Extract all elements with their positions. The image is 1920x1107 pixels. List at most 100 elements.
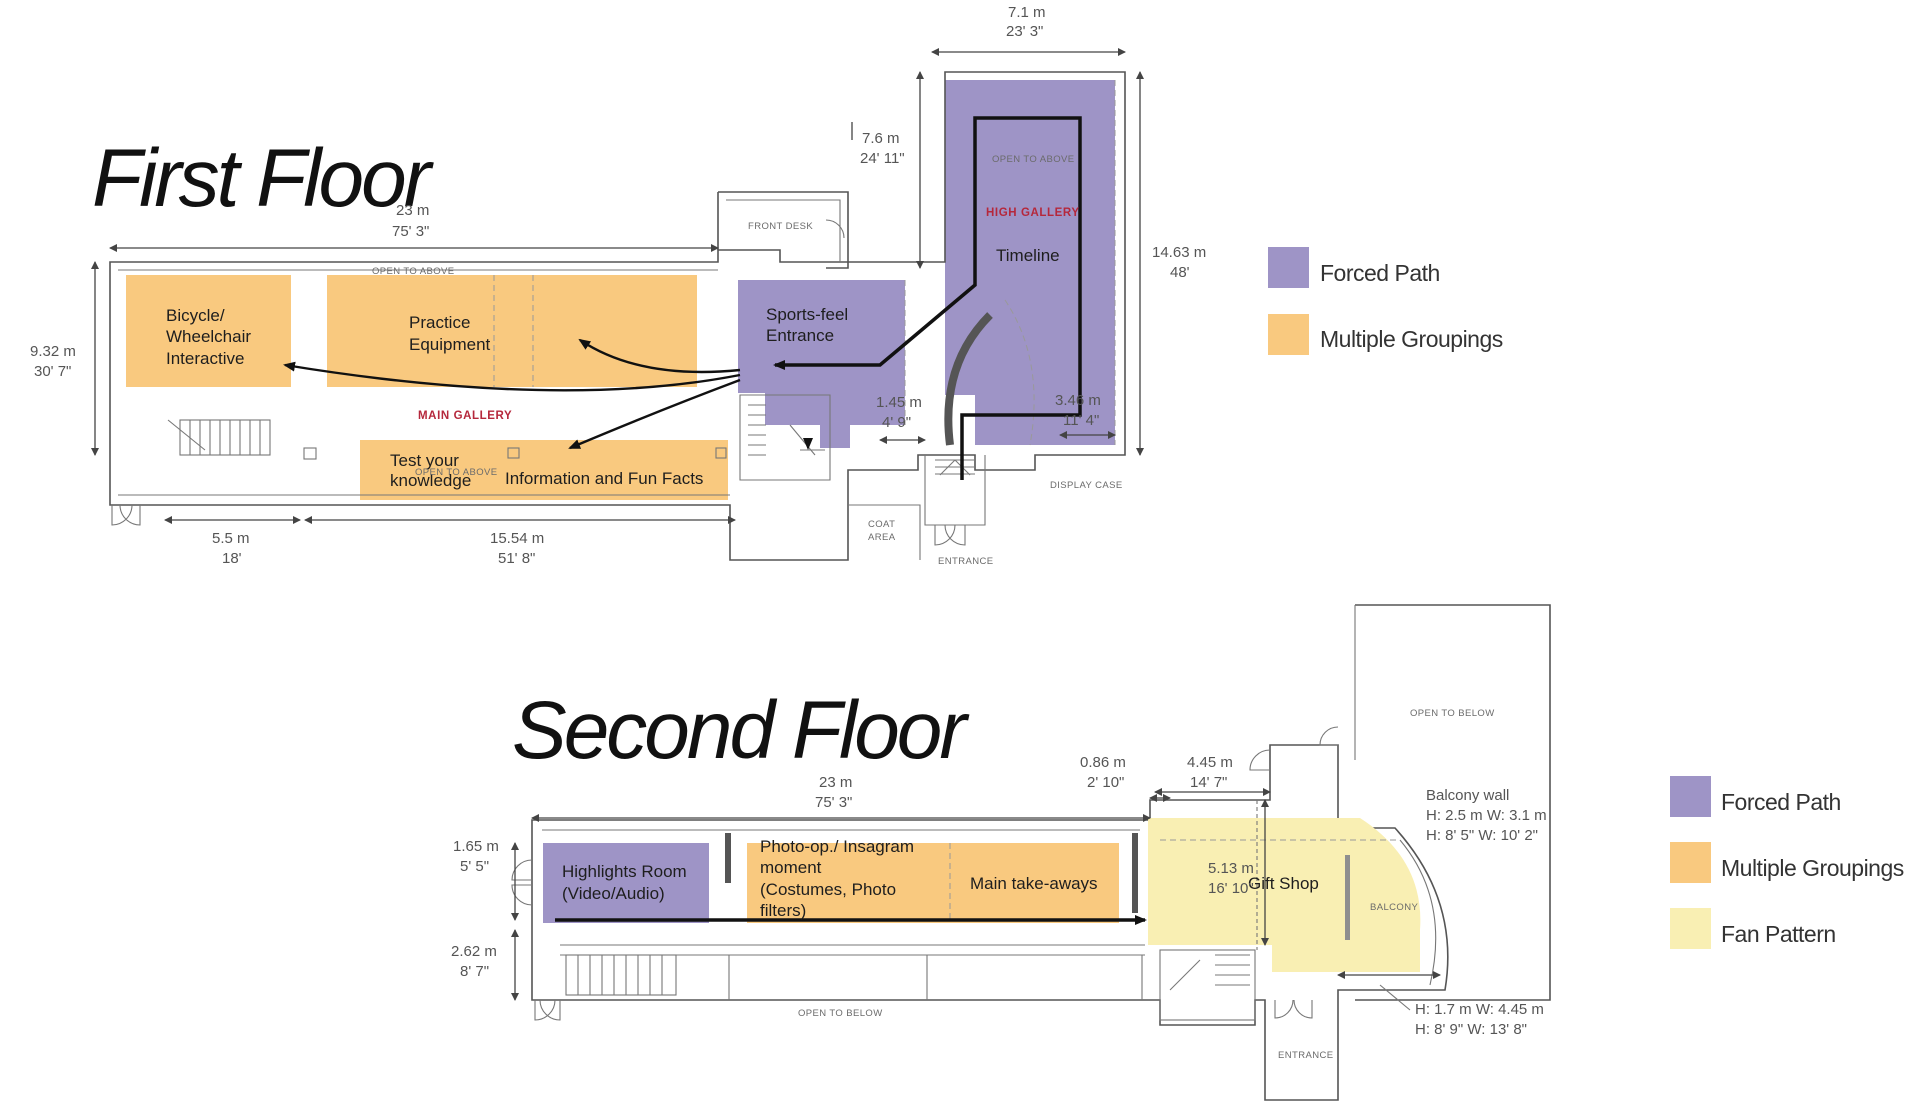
- first-floor-legend: Forced Path Multiple Groupings: [1268, 247, 1503, 355]
- dim-right-m: 3.46 m: [1055, 392, 1101, 409]
- door-left: [111, 504, 141, 526]
- label-main-gallery: MAIN GALLERY: [418, 410, 512, 422]
- second-floor-stairs-right: [1159, 949, 1256, 1021]
- dim-high-ft: 48': [1170, 264, 1190, 281]
- zone-label-practice: Practice: [409, 313, 470, 332]
- label-front-desk: FRONT DESK: [748, 221, 813, 232]
- label-coat: COAT: [868, 519, 895, 530]
- balcony-wall-metric: H: 2.5 m W: 3.1 m: [1426, 807, 1547, 824]
- dim-shop-second-ft: 14' 7": [1190, 774, 1227, 791]
- balcony-wall-title: Balcony wall: [1426, 787, 1509, 804]
- legend-swatch-multiple-groupings: [1670, 842, 1711, 883]
- door-entrance-second: [1274, 999, 1313, 1019]
- dim-width-ft: 75' 3": [392, 223, 429, 240]
- second-floor-legend: Forced Path Multiple Groupings Fan Patte…: [1670, 776, 1904, 949]
- zone-label-takeaways: Main take-aways: [970, 874, 1098, 893]
- zone-label-info: Information and Fun Facts: [505, 469, 703, 488]
- legend-label-multiple-groupings: Multiple Groupings: [1320, 326, 1503, 352]
- door-top-second: [1249, 749, 1271, 771]
- forced-path-route: [283, 116, 1082, 480]
- dim-mid-m: 15.54 m: [490, 530, 544, 547]
- balcony-leader: [1379, 984, 1411, 1011]
- dim-bottom-second-m: 2.62 m: [451, 943, 497, 960]
- dim-gift-second-ft: 16' 10": [1208, 880, 1254, 897]
- wall-stair-core: [739, 394, 831, 481]
- column-marker: [715, 447, 727, 459]
- dim-right-ft: 11' 4": [1063, 412, 1099, 429]
- dim-gift-second-m: 5.13 m: [1208, 860, 1254, 877]
- partition: [1345, 855, 1350, 940]
- wall-front-desk: [717, 191, 849, 269]
- zone-label-gift-shop: Gift Shop: [1248, 874, 1319, 893]
- legend-swatch-multiple-groupings: [1268, 314, 1309, 355]
- dim-bottom-second-ft: 8' 7": [460, 963, 489, 980]
- zone-label-photo: (Costumes, Photo: [760, 880, 896, 899]
- zone-label-sports: Entrance: [766, 326, 834, 345]
- door-bottom-second: [534, 999, 561, 1021]
- wall-second-outline: [531, 744, 1449, 1101]
- dim-top-m: 7.1 m: [1008, 4, 1046, 21]
- dim-curve-ft: 4' 9": [882, 414, 911, 431]
- zone-label-photo: Photo-op./ Insagram: [760, 837, 914, 856]
- zone-label-highlights: Highlights Room: [562, 862, 687, 881]
- curved-partition-dashed: [1004, 299, 1035, 446]
- dim-width-m: 23 m: [396, 202, 429, 219]
- second-floor-plan: Second Floor: [451, 604, 1904, 1101]
- wall-outline: [109, 71, 1126, 561]
- zone-label-highlights: (Video/Audio): [562, 884, 665, 903]
- dim-wing-ft: 24' 11": [860, 150, 905, 167]
- zone-label-bicycle: Bicycle/: [166, 306, 225, 325]
- label-open-above: OPEN TO ABOVE: [372, 266, 454, 277]
- legend-swatch-fan-pattern: [1670, 908, 1711, 949]
- label-open-above: OPEN TO ABOVE: [415, 467, 497, 478]
- zone-gift-shop: [1148, 818, 1421, 972]
- legend-label-multiple-groupings: Multiple Groupings: [1721, 855, 1904, 881]
- legend-label-forced-path: Forced Path: [1721, 789, 1841, 815]
- legend-label-forced-path: Forced Path: [1320, 260, 1440, 286]
- label-high-gallery: HIGH GALLERY: [986, 207, 1080, 219]
- door-front-desk: [825, 219, 845, 239]
- zone-label-practice: Equipment: [409, 335, 491, 354]
- label-entrance-second: ENTRANCE: [1278, 1050, 1333, 1061]
- first-floor-stairs-left: [167, 419, 271, 456]
- dim-wing-m: 7.6 m: [862, 130, 900, 147]
- curved-partition: [944, 312, 993, 446]
- dim-depth-ft: 30' 7": [34, 363, 71, 380]
- legend-label-fan-pattern: Fan Pattern: [1721, 921, 1836, 947]
- door-upper-room: [1319, 726, 1339, 746]
- wall-front-desk-inner: [726, 199, 841, 262]
- dim-top-second-m: 1.65 m: [453, 838, 499, 855]
- first-floor-stairs-entrance: [935, 459, 975, 476]
- zone-bicycle: [126, 275, 291, 387]
- balcony-low-metric: H: 1.7 m W: 4.45 m: [1415, 1001, 1544, 1018]
- zone-label-bicycle: Interactive: [166, 349, 244, 368]
- partition: [725, 833, 731, 883]
- column-marker: [303, 447, 317, 460]
- zone-label-photo: filters): [760, 901, 806, 920]
- wall-coat-area: [848, 504, 921, 560]
- first-floor-title: First Floor: [92, 133, 435, 224]
- first-floor-zones: [126, 80, 1115, 500]
- zone-practice-equipment: [327, 275, 697, 387]
- wall-balcony-curve: [1399, 839, 1437, 986]
- zone-photo-op: [747, 843, 1119, 923]
- dim-shop-second-m: 4.45 m: [1187, 754, 1233, 771]
- label-open-below: OPEN TO BELOW: [1410, 708, 1495, 719]
- label-balcony: BALCONY: [1370, 902, 1418, 913]
- wall-vestibule: [924, 455, 986, 526]
- dim-door-second-ft: 2' 10": [1087, 774, 1124, 791]
- zone-highlights-room: [543, 843, 709, 923]
- door-entrance: [934, 524, 966, 546]
- balcony-low-imperial: H: 8' 9" W: 13' 8": [1415, 1021, 1527, 1038]
- zone-test-info: [360, 440, 728, 500]
- dim-mid-ft: 51' 8": [498, 550, 535, 567]
- dim-left-ft: 18': [222, 550, 242, 567]
- label-coat-area: AREA: [868, 532, 896, 543]
- first-floor-stairs-center: [748, 404, 825, 456]
- zone-label-test: Test your: [390, 451, 459, 470]
- zone-high-gallery: [945, 80, 1115, 445]
- label-open-above: OPEN TO ABOVE: [992, 154, 1074, 165]
- wall-open-below-room: [1355, 604, 1551, 1001]
- dim-top-second-ft: 5' 5": [460, 858, 489, 875]
